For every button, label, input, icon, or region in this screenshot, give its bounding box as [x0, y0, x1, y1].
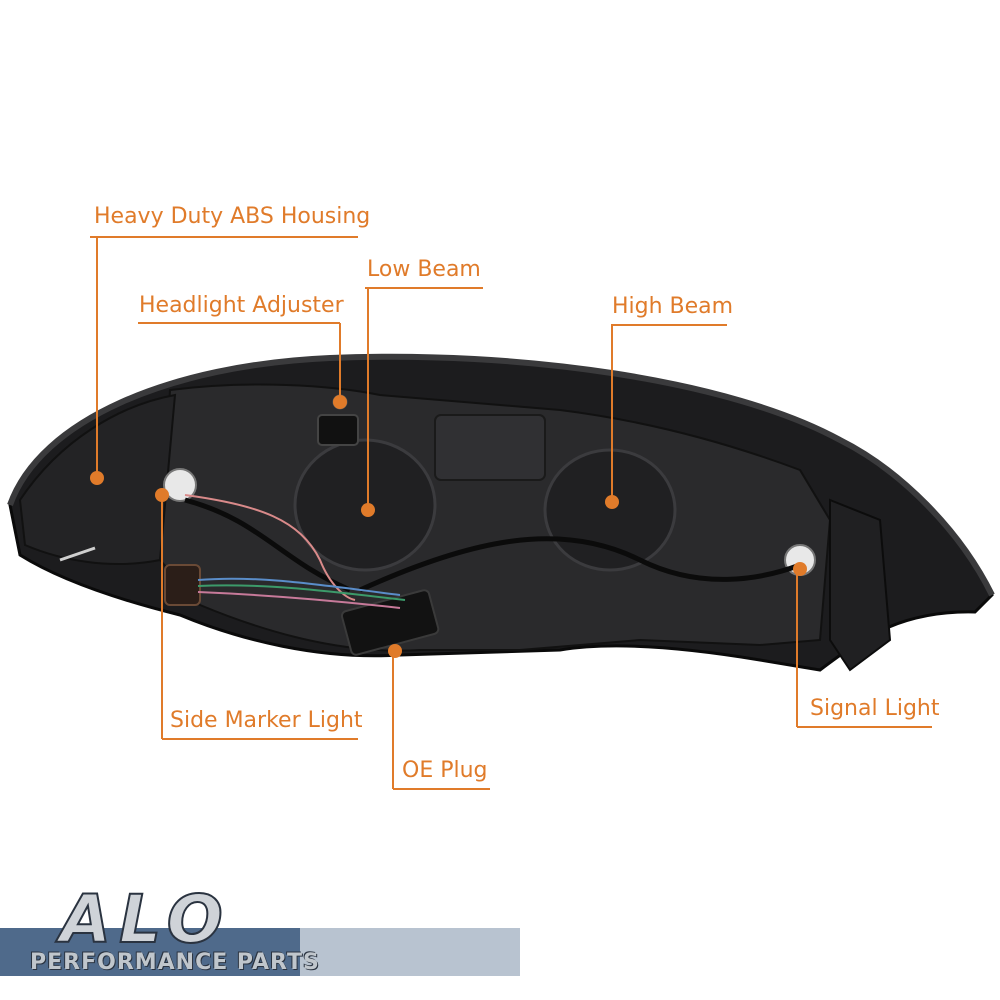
leader-side-marker	[161, 497, 358, 740]
dot-low-beam	[361, 503, 375, 517]
mount-bracket	[829, 498, 892, 672]
leader-housing	[90, 236, 358, 478]
leader-signal	[796, 570, 932, 728]
label-high-beam: High Beam	[612, 294, 734, 319]
callout-dots	[90, 395, 807, 658]
label-low-beam: Low Beam	[367, 257, 481, 282]
side-marker-socket	[163, 468, 197, 502]
logo-band-fade	[300, 928, 520, 976]
dot-side-marker	[155, 488, 169, 502]
headlight-assembly	[7, 353, 995, 672]
dot-high-beam	[605, 495, 619, 509]
label-oe-plug: OE Plug	[402, 758, 488, 783]
leader-oe-plug	[392, 653, 490, 790]
wire-pink-2	[197, 591, 401, 609]
logo-mark: ALO	[55, 881, 231, 958]
label-signal: Signal Light	[810, 696, 940, 721]
left-ground-stub	[59, 546, 96, 562]
label-adjuster: Headlight Adjuster	[139, 293, 344, 318]
leader-high-beam	[611, 324, 727, 500]
high-beam-bowl	[543, 448, 677, 572]
label-housing: Heavy Duty ABS Housing	[94, 204, 371, 229]
dot-signal	[793, 562, 807, 576]
wire-blue	[197, 577, 401, 596]
dot-oe-plug	[388, 644, 402, 658]
dot-adjuster	[333, 395, 347, 409]
leader-adjuster	[138, 322, 341, 400]
rear-panel	[434, 414, 546, 481]
harness-connector	[164, 564, 201, 606]
label-side-marker: Side Marker Light	[170, 708, 363, 733]
brand-logo: ALO	[0, 880, 520, 976]
adjuster-body	[317, 414, 359, 446]
dot-housing	[90, 471, 104, 485]
housing-rim	[7, 353, 995, 597]
wire-green	[197, 584, 406, 601]
callout-leaders	[90, 236, 932, 790]
logo-tagline: PERFORMANCE PARTS	[30, 950, 320, 975]
leader-low-beam	[365, 287, 483, 510]
wire-black	[184, 497, 801, 593]
